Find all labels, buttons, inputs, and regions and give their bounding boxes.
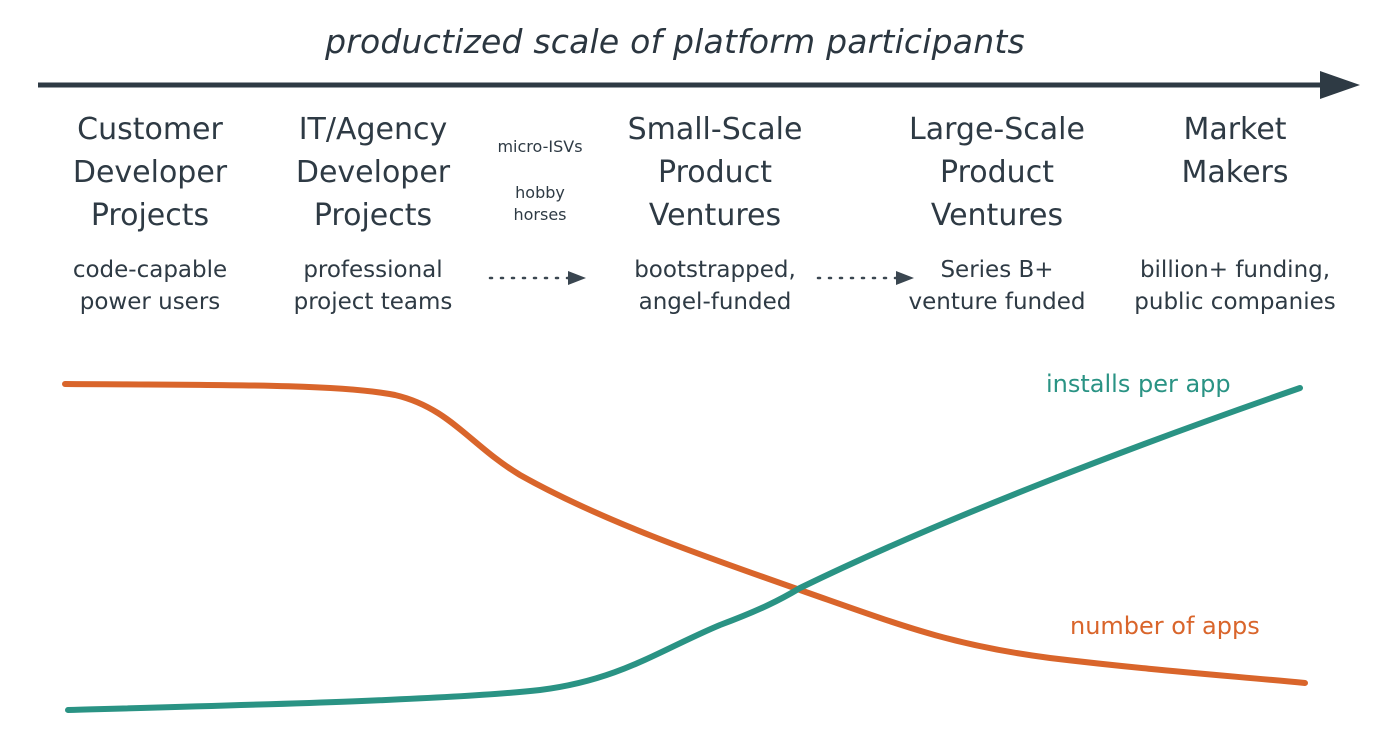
dotted-arrow-1 [488, 271, 586, 285]
column-title: Customer Developer Projects [72, 112, 228, 233]
column-title: Large-Scale Product Ventures [909, 112, 1085, 233]
note-micro-isvs: micro-ISVs [497, 137, 583, 156]
column-large-scale-product: Large-Scale Product Ventures Series B+ v… [882, 108, 1112, 318]
column-subtitle: bootstrapped, angel-funded [634, 257, 796, 315]
column-title: Market Makers [1181, 112, 1289, 190]
note-hobby-horses: hobby horses [513, 183, 567, 224]
column-subtitle: Series B+ venture funded [908, 257, 1086, 315]
number-of-apps-curve [62, 381, 1308, 686]
column-market-makers: Market Makers billion+ funding, public c… [1120, 108, 1350, 318]
column-title: IT/Agency Developer Projects [295, 112, 451, 233]
column-subtitle: billion+ funding, public companies [1134, 257, 1336, 315]
column-customer-developer: Customer Developer Projects code-capable… [45, 108, 255, 318]
installs-per-app-label: installs per app [1046, 370, 1231, 398]
column-small-scale-product: Small-Scale Product Ventures bootstrappe… [600, 108, 830, 318]
dotted-arrow-2 [816, 271, 914, 285]
column-it-agency-developer: IT/Agency Developer Projects professiona… [268, 108, 478, 318]
diagram-title: productized scale of platform participan… [325, 22, 1025, 61]
number-of-apps-label: number of apps [1070, 612, 1260, 640]
installs-per-app-curve [65, 385, 1303, 713]
column-subtitle: professional project teams [293, 257, 453, 315]
column-subtitle: code-capable power users [72, 257, 228, 315]
column-title: Small-Scale Product Ventures [627, 112, 803, 233]
scale-arrow [38, 71, 1360, 99]
